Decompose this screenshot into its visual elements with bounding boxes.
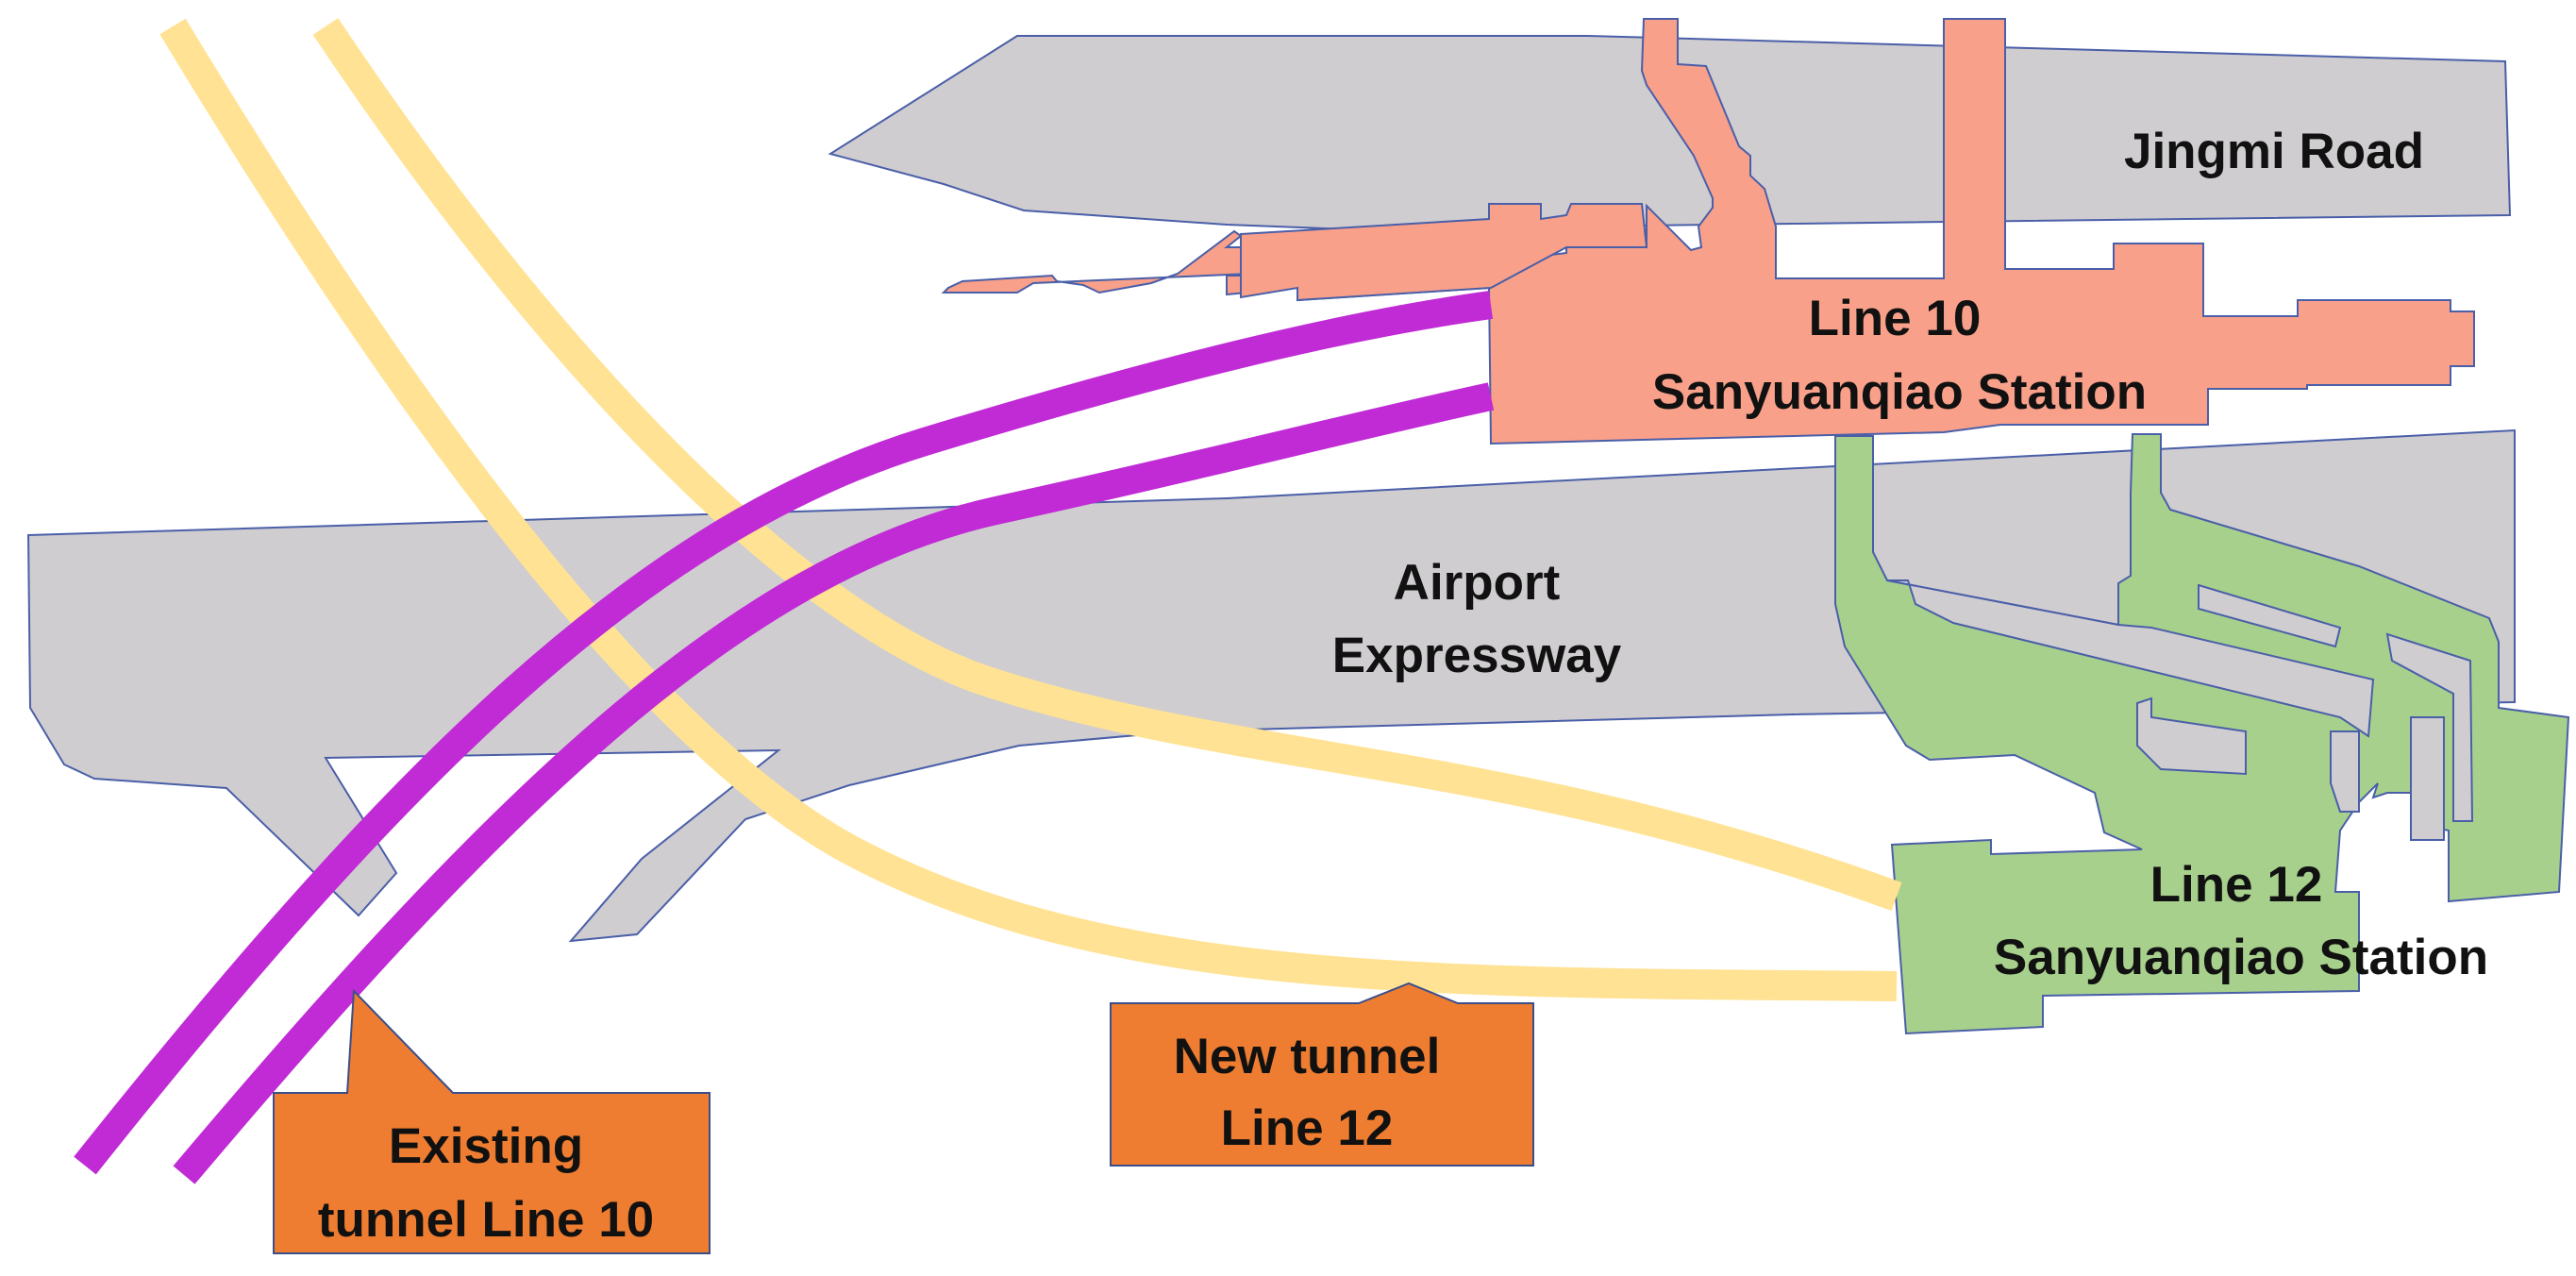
line10-station-label-line1: Line 10 [1809,291,1982,346]
new-tunnel-label-line2: Line 12 [1221,1100,1394,1156]
line12-tunnel-east [312,18,1902,912]
line12-hole-4 [2410,716,2445,841]
jingmi-road-label: Jingmi Road [2124,124,2424,179]
line12-tunnel-west [159,18,1898,1001]
line12-hole-1 [1886,579,2375,738]
new-tunnel-callout [1110,982,1534,1167]
line12-hole-2 [2198,583,2342,648]
existing-tunnel-label-line2: tunnel Line 10 [318,1192,654,1248]
line12-hole-3 [2385,632,2474,822]
line12-hole-5 [2136,697,2247,776]
existing-tunnel-callout [273,988,711,1254]
line12-station-label-line2: Sanyuanqiao Station [1994,930,2488,985]
line12-station-label-line1: Line 12 [2150,857,2323,913]
new-tunnel-label-line1: New tunnel [1174,1029,1441,1084]
line10-station-west-wing [1240,203,1648,302]
line10-station-shape [941,18,2475,445]
existing-tunnel-label-line1: Existing [389,1118,583,1174]
airport-expressway-label-line1: Airport [1394,555,1561,611]
line10-station-label-line2: Sanyuanqiao Station [1652,364,2147,420]
line12-hole-6 [2330,730,2360,813]
airport-expressway-label-line2: Expressway [1332,628,1622,683]
line10-tunnel-north [74,291,1494,1175]
line10-tunnel-south [173,382,1495,1184]
